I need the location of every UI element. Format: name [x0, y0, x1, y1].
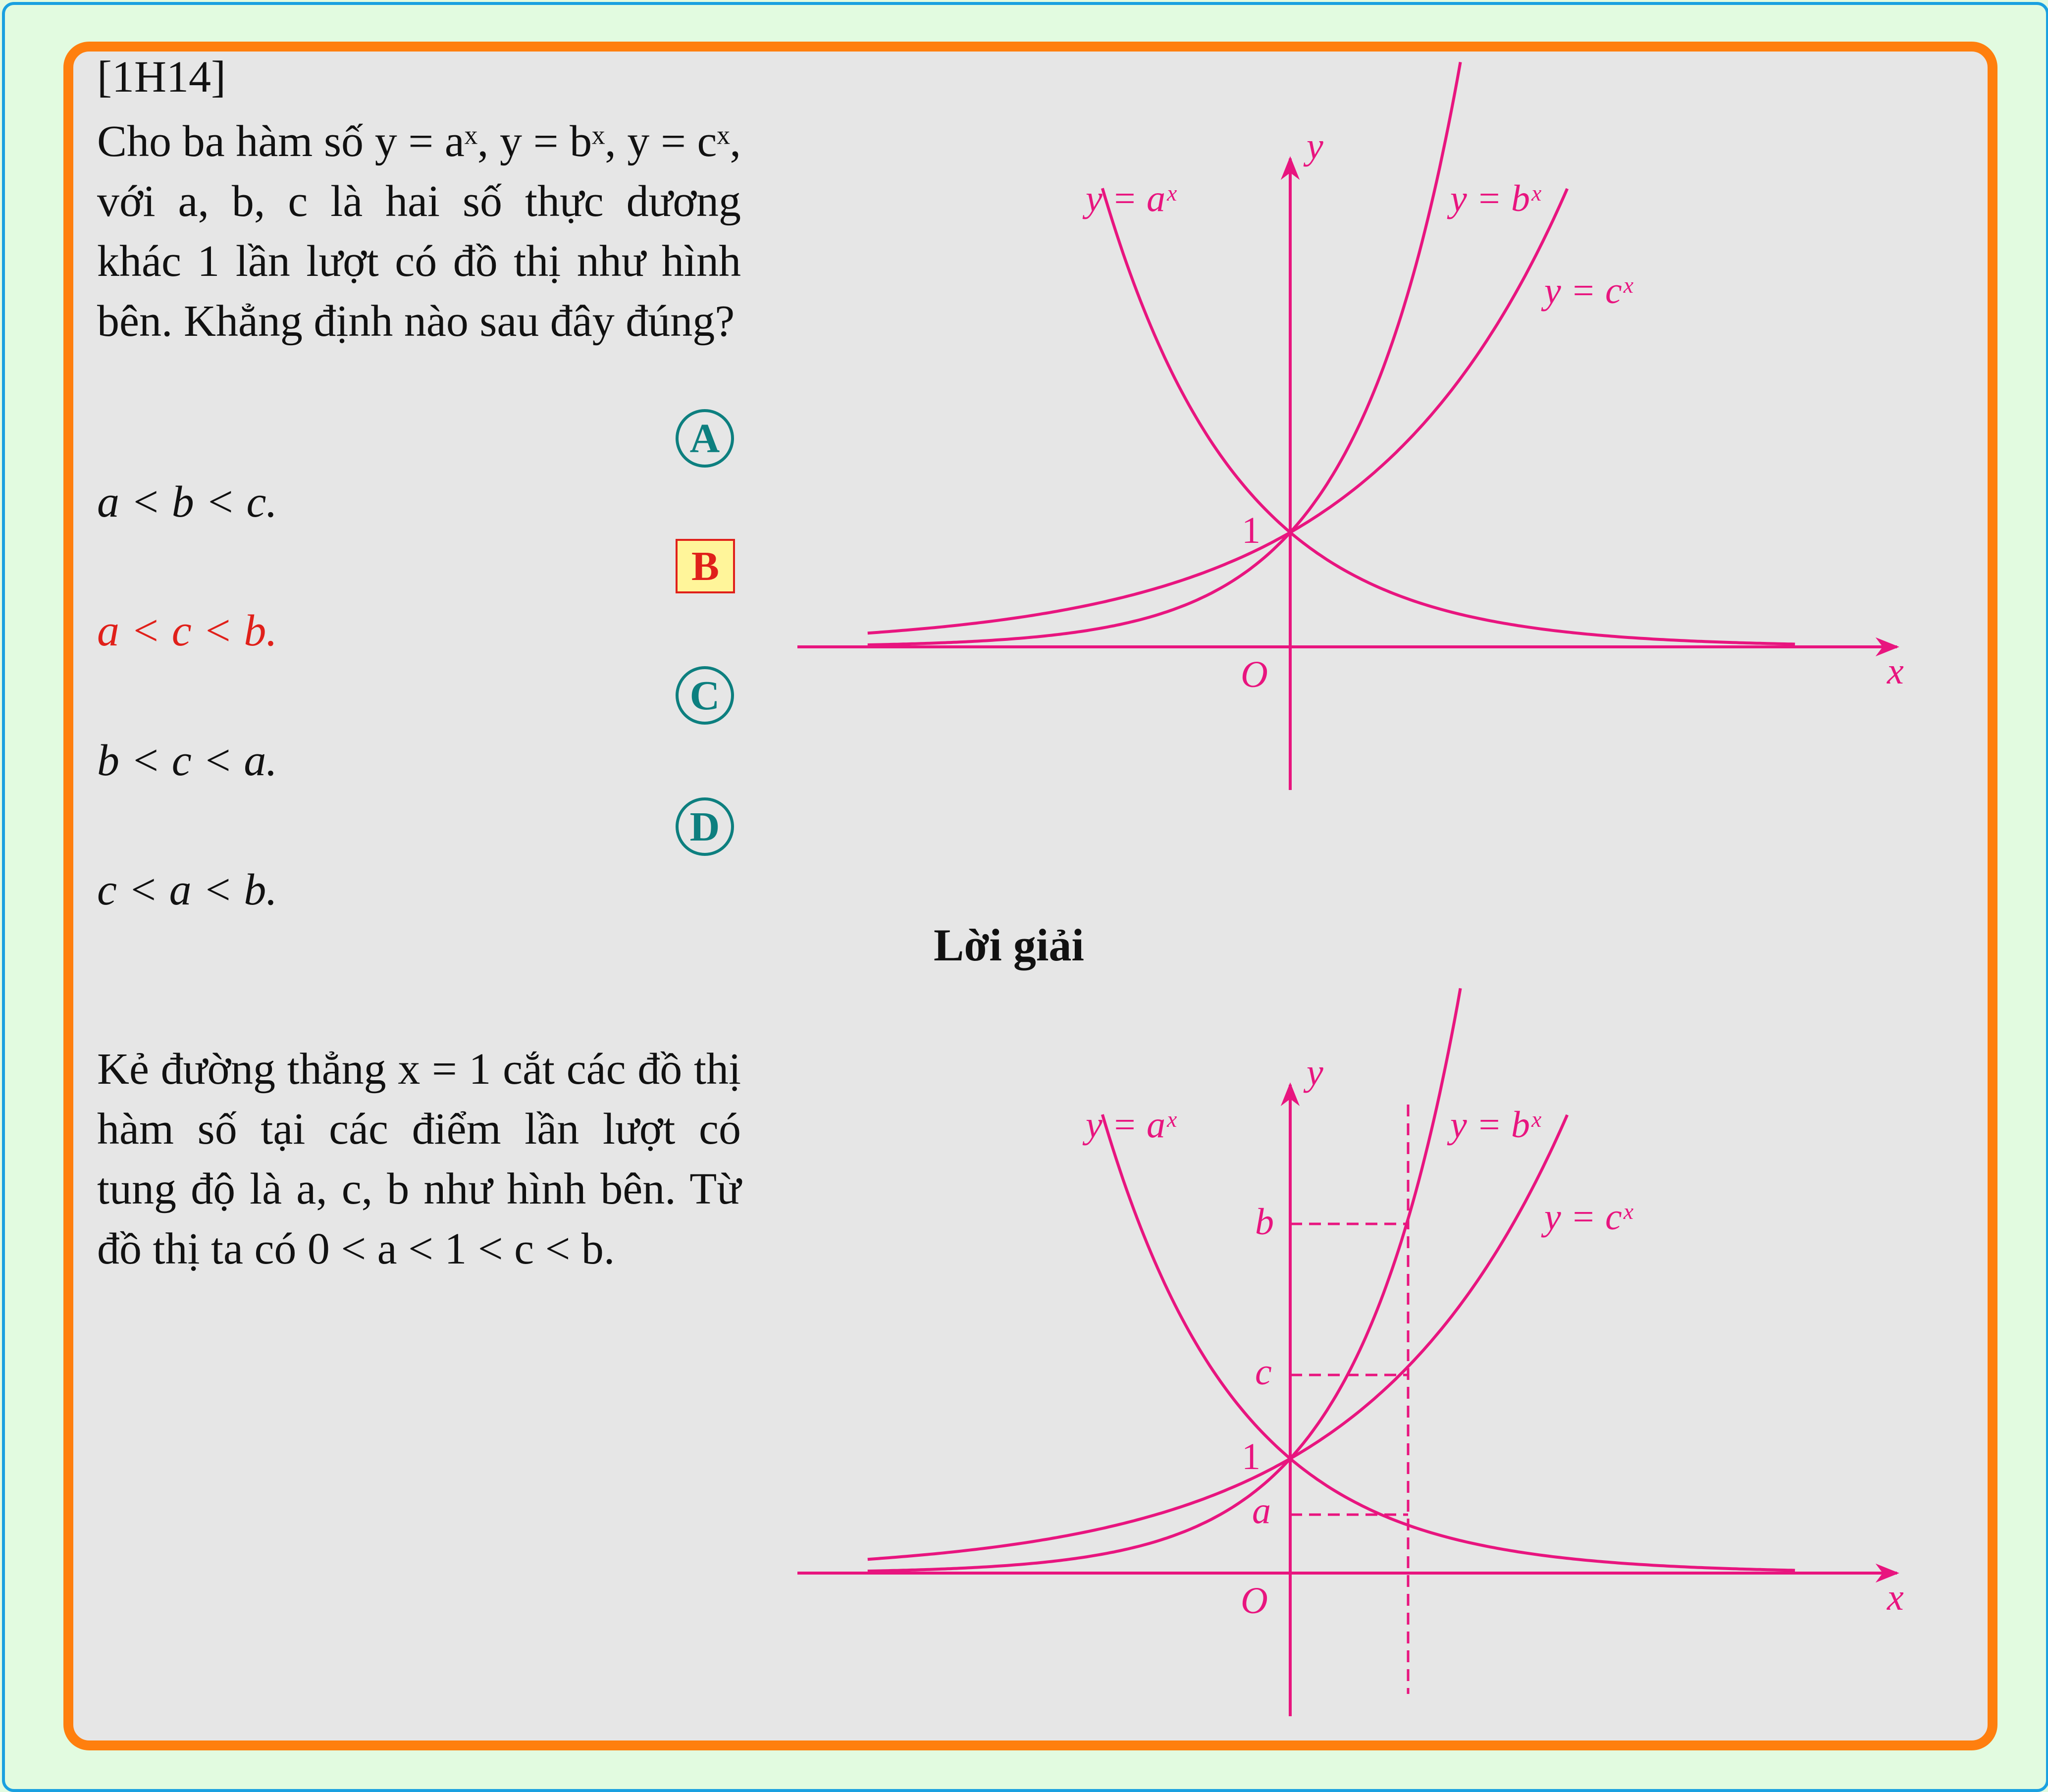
option-a-badge[interactable]: A: [676, 409, 734, 468]
curve-b-label: y = bˣ: [1447, 178, 1541, 219]
question-tag: [1H14]: [97, 53, 226, 102]
mark-a-label: a: [1252, 1490, 1271, 1531]
y-axis-label: y: [1303, 1052, 1323, 1093]
y-axis-label: y: [1303, 125, 1323, 167]
mark-b-label: b: [1255, 1201, 1274, 1243]
curve-c: [867, 188, 1569, 635]
option-b-badge[interactable]: B: [676, 539, 735, 593]
origin-label: O: [1241, 1580, 1268, 1622]
option-d-badge[interactable]: D: [676, 797, 734, 856]
solution-heading: Lời giải: [934, 920, 1084, 970]
question-text: Cho ba hàm số y = aˣ, y = bˣ, y = cˣ, vớ…: [97, 117, 741, 346]
curve-a: [1101, 1114, 1795, 1572]
option-d-text[interactable]: c < a < b.: [97, 865, 277, 914]
question-graph: y x O 1 y = aˣ y = bˣ y = cˣ: [797, 61, 1904, 790]
question-card: [63, 42, 1997, 1750]
curve-c-label: y = cˣ: [1541, 270, 1633, 312]
one-label: 1: [1242, 1436, 1260, 1477]
curve-c-label: y = cˣ: [1541, 1196, 1633, 1238]
curve-b-label: y = bˣ: [1447, 1104, 1541, 1146]
solution-graph: y x O 1 b c a y = aˣ y = bˣ y = cˣ: [797, 988, 1904, 1716]
curve-a-label: y = aˣ: [1082, 178, 1177, 219]
one-label: 1: [1242, 510, 1260, 551]
solution-text: Kẻ đường thẳng x = 1 cắt các đồ thị hàm …: [97, 1045, 741, 1273]
origin-label: O: [1241, 654, 1268, 695]
option-c-text[interactable]: b < c < a.: [97, 736, 277, 785]
x-axis-label: x: [1887, 650, 1904, 692]
curve-a: [1101, 188, 1795, 646]
option-a-text[interactable]: a < b < c.: [97, 477, 277, 527]
curve-b: [867, 61, 1462, 646]
option-c-badge[interactable]: C: [676, 666, 734, 725]
curve-a-label: y = aˣ: [1082, 1104, 1177, 1146]
option-b-text[interactable]: a < c < b.: [97, 606, 277, 655]
mark-c-label: c: [1255, 1351, 1272, 1393]
curve-b: [867, 988, 1462, 1573]
curve-c: [867, 1114, 1569, 1561]
x-axis-label: x: [1887, 1577, 1904, 1618]
